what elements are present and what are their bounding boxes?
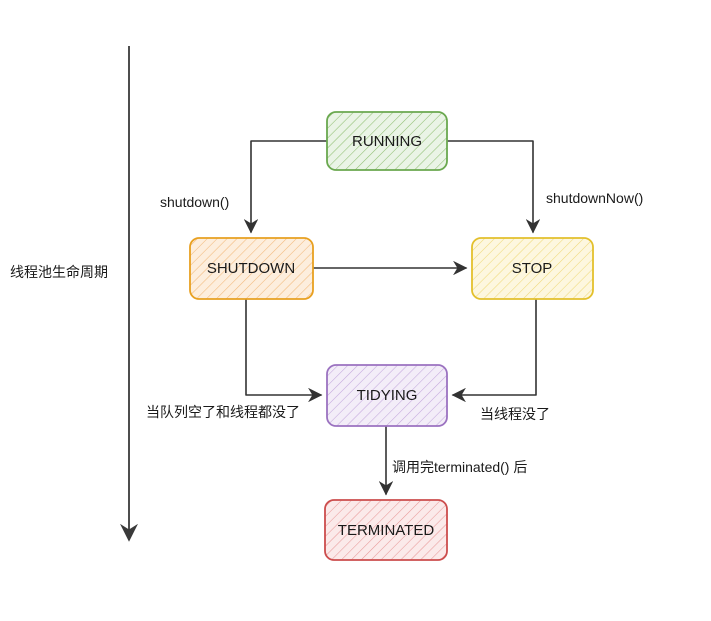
edge-label-shutdown-now: shutdownNow()	[546, 190, 643, 206]
node-tidying-label: TIDYING	[357, 387, 418, 404]
node-stop-box[interactable]	[471, 237, 594, 300]
node-stop[interactable]: STOP	[471, 237, 594, 300]
edge-label-shutdown: shutdown()	[160, 194, 229, 210]
node-tidying[interactable]: TIDYING	[326, 364, 448, 427]
edge-stop-to-tidying-path	[451, 298, 537, 403]
node-running-box[interactable]	[326, 111, 448, 171]
edge-stop-to-tidying: 当线程没了	[451, 298, 550, 422]
node-tidying-box[interactable]	[326, 364, 448, 427]
edge-label-threads-gone: 当线程没了	[480, 406, 550, 422]
node-terminated-box[interactable]	[324, 499, 448, 561]
node-stop-label: STOP	[512, 260, 553, 277]
node-running[interactable]: RUNNING	[326, 111, 448, 171]
node-shutdown-label: SHUTDOWN	[207, 260, 295, 277]
edge-running-to-stop: shutdownNow()	[446, 140, 643, 234]
edge-tidying-to-terminated: 调用完terminated() 后	[378, 425, 527, 496]
node-terminated[interactable]: TERMINATED	[324, 499, 448, 561]
edge-running-to-shutdown-path	[243, 140, 328, 234]
edge-label-terminated-called: 调用完terminated() 后	[392, 459, 527, 475]
edge-shutdown-to-tidying: 当队列空了和线程都没了	[146, 298, 323, 420]
node-terminated-label: TERMINATED	[338, 522, 435, 539]
node-shutdown[interactable]: SHUTDOWN	[189, 237, 314, 300]
edge-shutdown-to-tidying-path	[245, 298, 323, 403]
edge-running-to-stop-path	[446, 140, 541, 234]
lifecycle-axis-label: 线程池生命周期	[10, 264, 108, 280]
lifecycle-axis: 线程池生命周期	[10, 46, 138, 542]
edge-running-to-shutdown: shutdown()	[160, 140, 328, 234]
edge-label-queue-empty: 当队列空了和线程都没了	[146, 404, 300, 420]
node-shutdown-box[interactable]	[189, 237, 314, 300]
node-running-label: RUNNING	[352, 133, 422, 150]
